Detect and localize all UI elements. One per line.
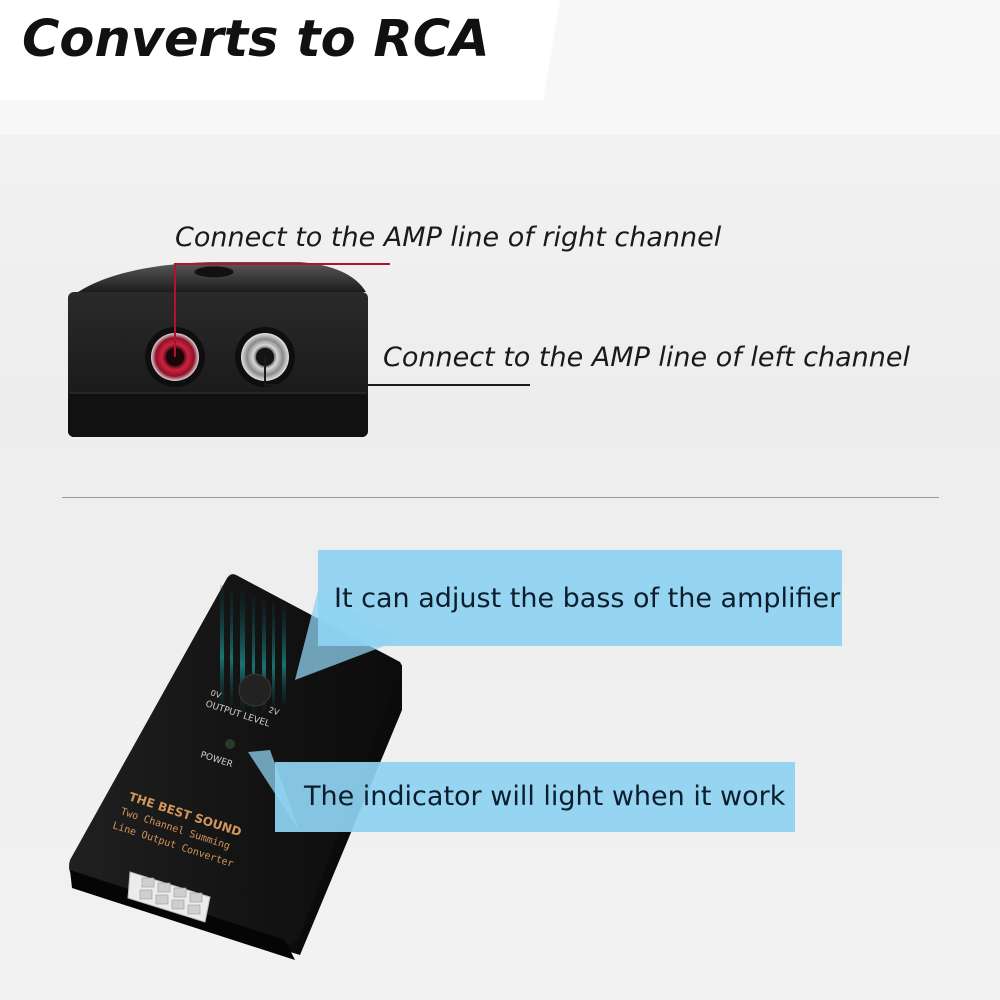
indicator-banner xyxy=(275,762,795,832)
left-channel-label: Connect to the AMP line of left channel xyxy=(383,342,910,373)
right-channel-label: Connect to the AMP line of right channel xyxy=(175,222,722,253)
bass-banner-text: It can adjust the bass of the amplifier xyxy=(334,583,841,614)
left-channel-callout-line xyxy=(264,357,530,386)
right-channel-callout-line xyxy=(174,263,390,357)
max-level-label: 2V xyxy=(267,705,280,717)
page-title: Converts to RCA xyxy=(22,10,490,69)
rca-converter-front xyxy=(68,262,368,437)
title-tab: Converts to RCA xyxy=(0,0,560,100)
section-divider xyxy=(62,497,939,498)
bass-banner xyxy=(318,550,842,646)
indicator-banner-text: The indicator will light when it work xyxy=(304,781,786,812)
min-level-label: 0V xyxy=(209,688,222,700)
